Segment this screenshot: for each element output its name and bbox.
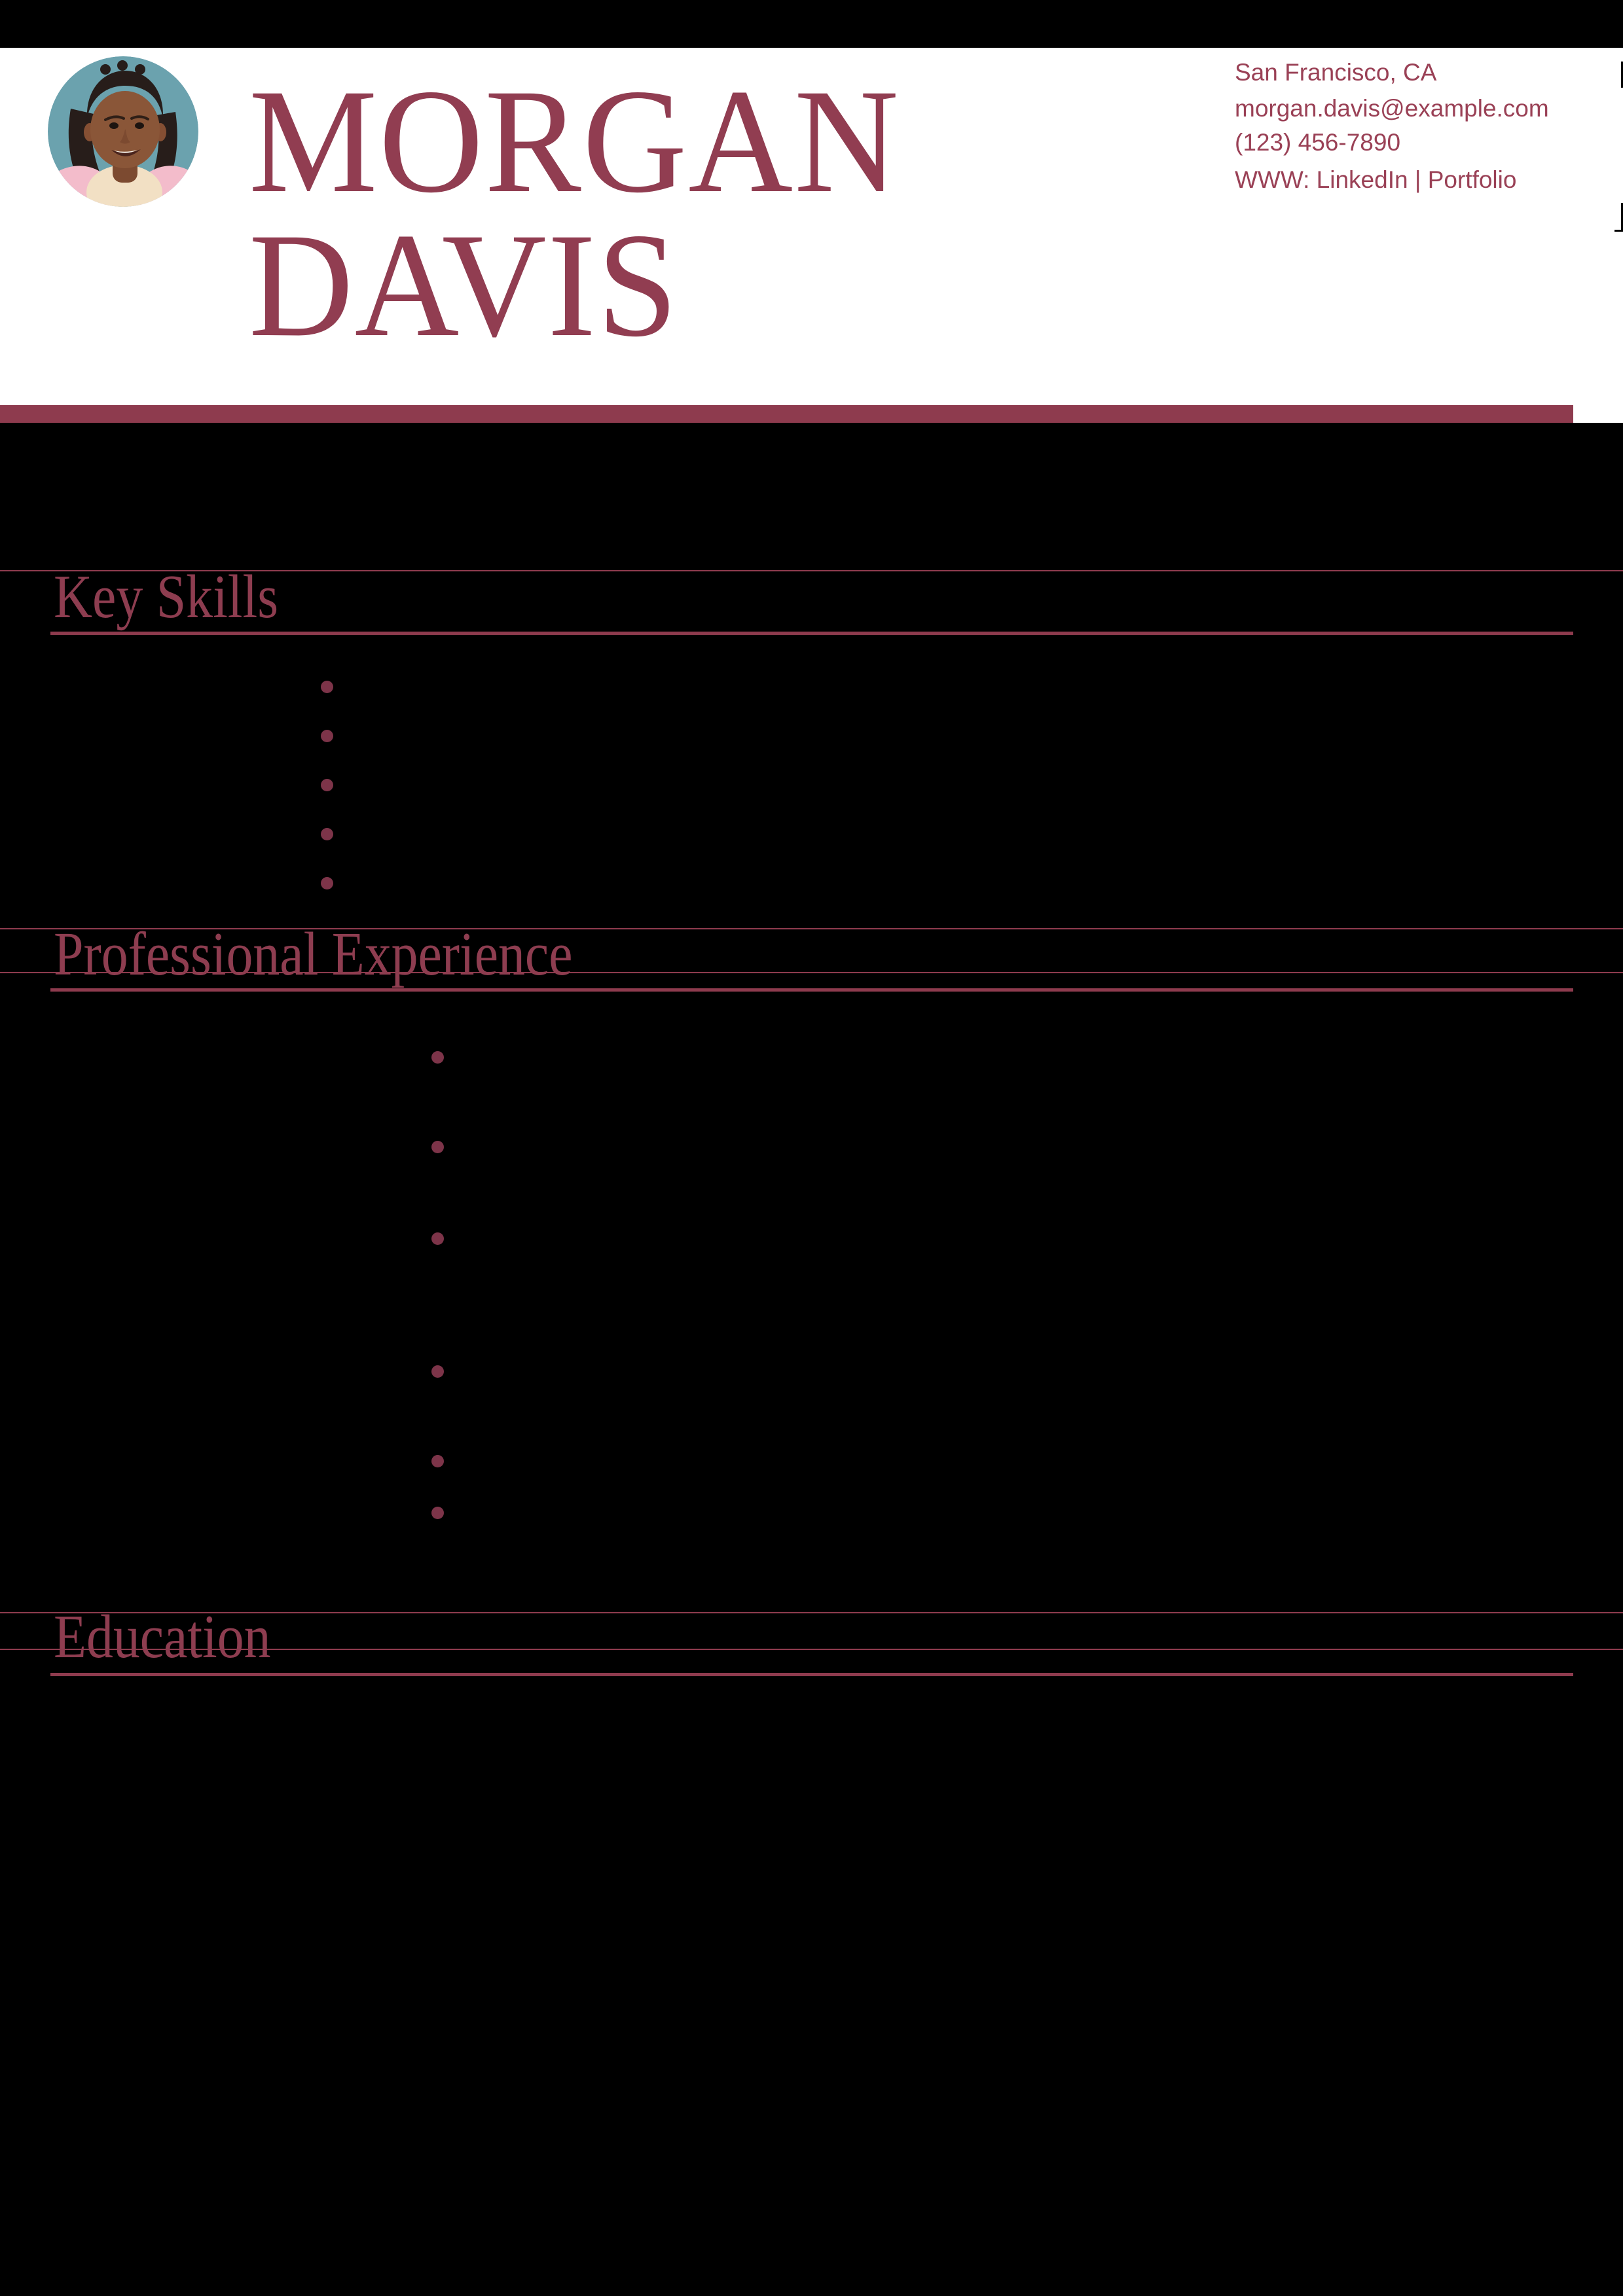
section-title-education: Education <box>54 1603 271 1671</box>
section-title-key-skills: Key Skills <box>54 563 279 631</box>
bullet-point <box>431 1507 444 1519</box>
bullet-point <box>321 681 333 693</box>
education-baseline-rule <box>0 1649 1623 1650</box>
bullet-point <box>431 1051 444 1064</box>
bullet-point <box>431 1455 444 1467</box>
education-underline <box>50 1673 1573 1676</box>
contact-phone: (123) 456-7890 <box>1235 129 1401 156</box>
name-last: DAVIS <box>249 203 679 368</box>
education-overline <box>0 1612 1623 1613</box>
right-edge-tick <box>1614 230 1623 232</box>
bullet-point <box>321 877 333 889</box>
section-title-professional-experience: Professional Experience <box>54 920 573 988</box>
contact-location: San Francisco, CA <box>1235 59 1437 86</box>
bullet-point <box>431 1232 444 1245</box>
bullet-point <box>431 1141 444 1153</box>
bullet-point <box>321 730 333 742</box>
key-skills-underline <box>50 632 1573 635</box>
top-black-bar <box>0 0 1623 48</box>
professional-experience-overline <box>0 928 1623 929</box>
avatar <box>48 56 198 207</box>
right-edge-mark-lower <box>1621 203 1623 232</box>
name-first: MORGAN <box>249 59 900 224</box>
contact-email[interactable]: morgan.davis@example.com <box>1235 95 1549 122</box>
right-edge-mark-top <box>1621 62 1623 88</box>
contact-links[interactable]: WWW: LinkedIn | Portfolio <box>1235 166 1517 193</box>
header-divider-bar <box>0 405 1573 423</box>
portrait-photo-graphic <box>48 56 198 207</box>
bullet-point <box>431 1365 444 1378</box>
bullet-point <box>321 779 333 791</box>
professional-experience-baseline-rule <box>0 972 1623 973</box>
header <box>0 48 1623 423</box>
professional-experience-underline <box>50 988 1573 992</box>
bullet-point <box>321 828 333 840</box>
key-skills-overline <box>0 570 1623 571</box>
